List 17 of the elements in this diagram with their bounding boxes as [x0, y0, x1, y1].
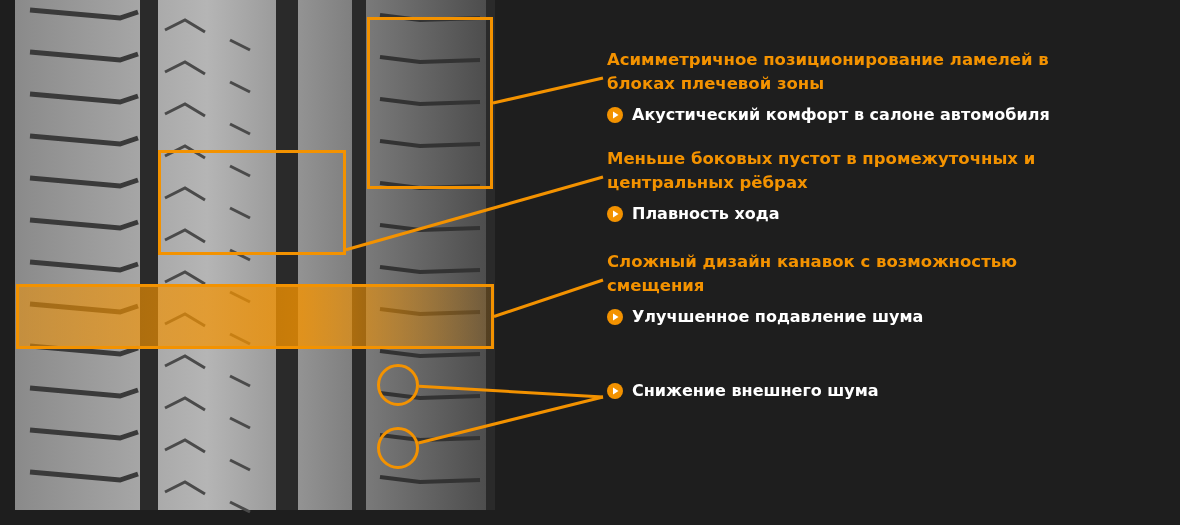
benefit-text: Плавность хода — [632, 203, 780, 225]
benefit-text: Акустический комфорт в салоне автомобиля — [632, 104, 1050, 126]
callout-heading: Асимметричное позиционирование ламелей в блоках плечевой зоны — [607, 49, 1050, 95]
highlight-frame — [158, 150, 346, 255]
leader-line — [492, 76, 604, 105]
leader-line — [493, 278, 604, 318]
highlight-band — [16, 284, 494, 349]
leader-line — [418, 384, 604, 399]
callout-heading: Меньше боковых пустот в промежуточных и центральных рёбрах — [607, 148, 1037, 194]
leader-line — [418, 395, 604, 445]
benefit-text: Снижение внешнего шума — [632, 380, 879, 402]
highlight-frame — [367, 17, 493, 189]
leader-line — [345, 175, 604, 252]
highlight-circle — [377, 427, 419, 469]
highlight-circle — [377, 364, 419, 406]
callout-heading: Сложный дизайн канавок с возможностью смещения — [607, 251, 1019, 297]
benefit-text: Улучшенное подавление шума — [632, 306, 924, 328]
